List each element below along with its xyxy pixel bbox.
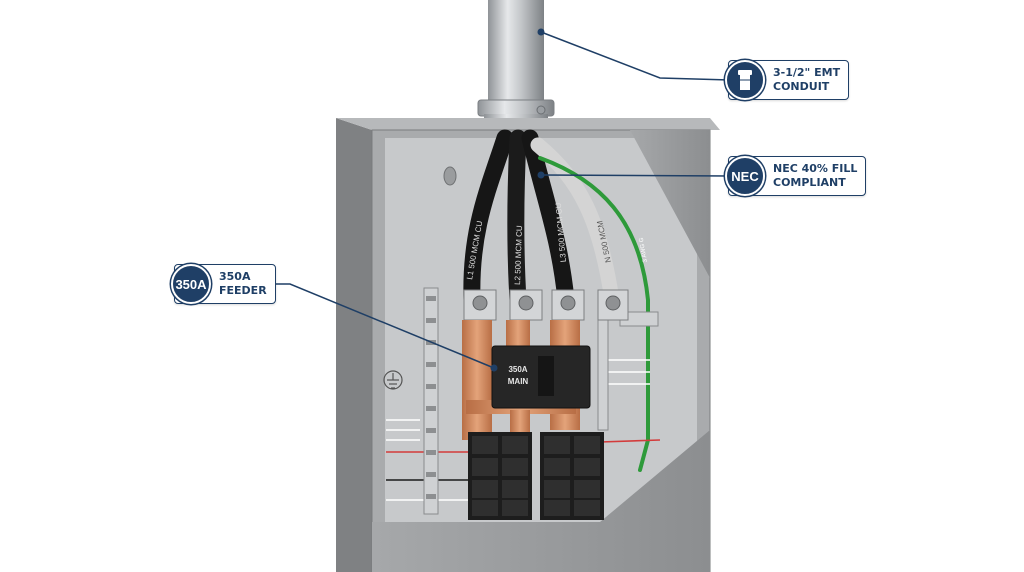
main-breaker-rating: 350A (508, 365, 527, 374)
feeder-cables (463, 129, 650, 472)
cable-label-l2: L2 500 MCM CU (513, 225, 524, 285)
feeder-rating-text: 350A (219, 270, 251, 283)
nec-fill-text: NEC 40% FILL (773, 162, 858, 175)
neutral-bar (423, 287, 439, 515)
nec-compliant-text: COMPLIANT (773, 176, 846, 189)
breaker-pointer-dot (490, 364, 498, 372)
feeder-type-text: FEEDER (219, 284, 267, 297)
feeder-badge: 350A (171, 264, 211, 304)
conduit-size-text: 3-1/2" EMT (773, 66, 841, 79)
feeder-callout: 350A 350A FEEDER (171, 264, 276, 304)
conduit-callout: 3-1/2" EMT CONDUIT (725, 60, 850, 100)
emt-conduit (477, 0, 555, 126)
conduit-type-text: CONDUIT (773, 80, 830, 93)
ground-symbol-icon (383, 370, 403, 390)
main-lugs (463, 289, 629, 321)
conduit-icon (725, 60, 765, 100)
cable-label-ground: 3 AWG G (639, 237, 649, 263)
conduit-pointer-dot (537, 28, 545, 36)
main-breaker-label: MAIN (508, 377, 529, 386)
branch-breakers (468, 432, 604, 520)
nec-badge: NEC (725, 156, 765, 196)
cable-pointer-dot (537, 171, 545, 179)
main-breaker: 350A MAIN (491, 345, 591, 409)
nec-fill-callout: NEC NEC 40% FILL COMPLIANT (725, 156, 867, 196)
